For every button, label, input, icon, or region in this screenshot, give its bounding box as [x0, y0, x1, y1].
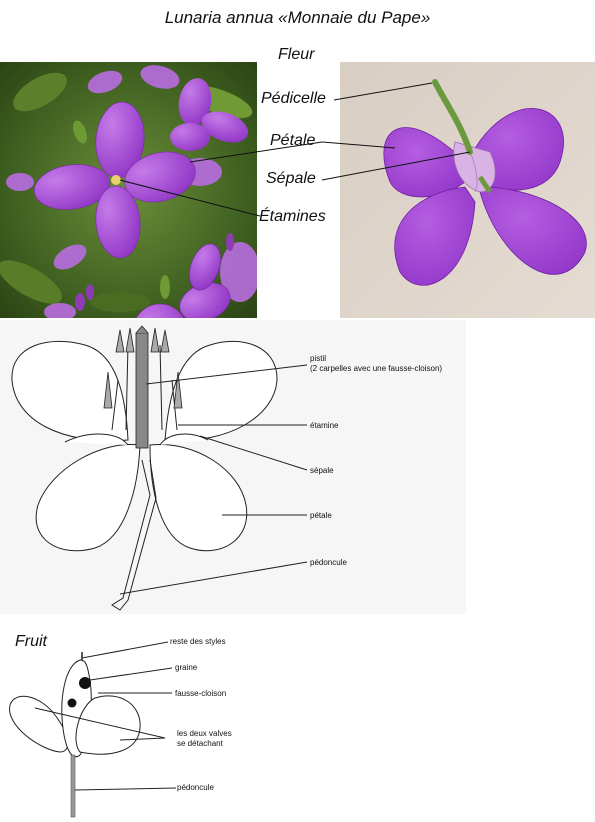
- diagram-label-pistil: pistil: [310, 354, 327, 363]
- fruit-label-graine: graine: [175, 663, 198, 672]
- diagram-label-pistil-note: (2 carpelles avec une fausse-cloison): [310, 364, 443, 373]
- label-pedicelle: Pédicelle: [261, 90, 326, 107]
- fruit-label-valves-1: les deux valves: [177, 729, 232, 738]
- fruit-label-pedoncule: pédoncule: [177, 783, 214, 792]
- diagram-label-sepale: sépale: [310, 466, 334, 475]
- page-title: Lunaria annua «Monnaie du Pape»: [164, 8, 431, 27]
- label-etamines: Étamines: [259, 208, 326, 225]
- diagram-label-pedoncule: pédoncule: [310, 558, 347, 567]
- fruit-label-valves-2: se détachant: [177, 739, 223, 748]
- diagram-label-etamine: étamine: [310, 421, 339, 430]
- fruit-label-fausse-cloison: fausse-cloison: [175, 689, 227, 698]
- label-sepale: Sépale: [266, 170, 316, 187]
- diagram-label-petale: pétale: [310, 511, 332, 520]
- fruit-heading: Fruit: [15, 633, 47, 650]
- fruit-label-reste-styles: reste des styles: [170, 637, 226, 646]
- flower-heading: Fleur: [278, 46, 315, 63]
